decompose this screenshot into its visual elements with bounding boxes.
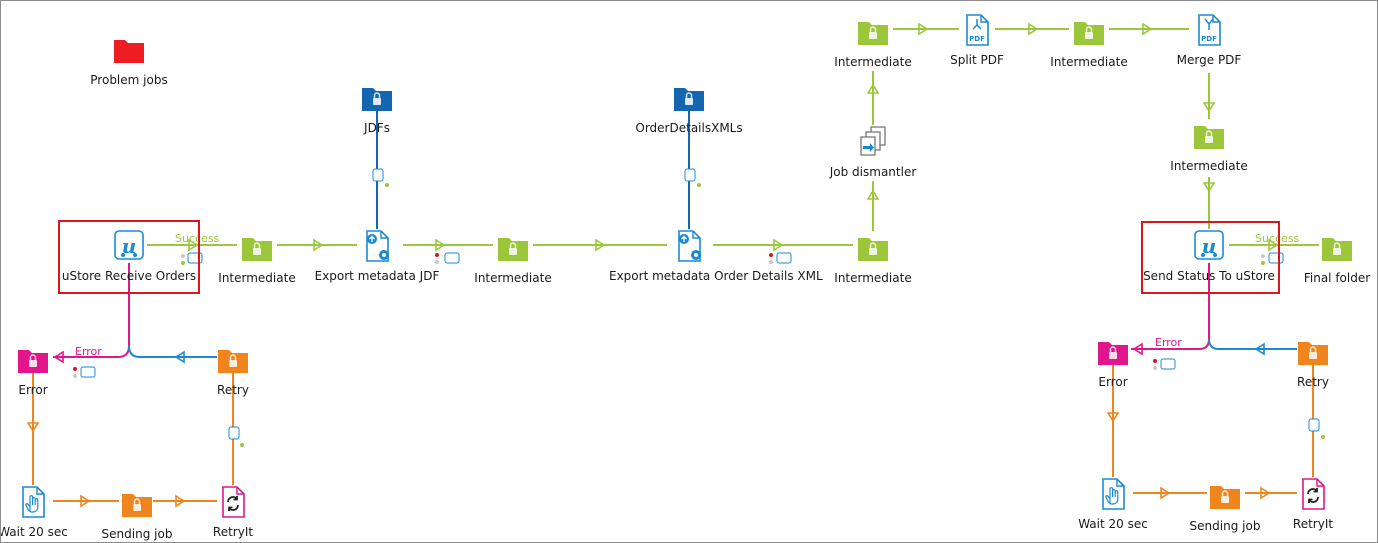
node-label: RetryIt (212, 525, 254, 539)
node-label: Send Status To uStore (1143, 269, 1275, 283)
error-label: Error (75, 345, 102, 358)
node-int1[interactable]: Intermediate (177, 231, 337, 285)
export-metadata-icon (609, 229, 769, 263)
node-label: Intermediate (834, 55, 912, 69)
node-dism[interactable]: Job dismantler (793, 125, 953, 179)
node-label: Sending job (1189, 519, 1261, 533)
node-label: Intermediate (834, 271, 912, 285)
folder-lock-icon (57, 487, 217, 521)
node-label: uStore Receive Orders (61, 269, 197, 283)
node-label: RetryIt (1292, 517, 1334, 531)
folder-lock-icon (1257, 231, 1377, 265)
node-label: Error (1098, 375, 1128, 389)
node-label: OrderDetailsXMLs (635, 121, 743, 135)
node-int6[interactable]: Intermediate (1129, 119, 1289, 173)
node-label: Job dismantler (829, 165, 917, 179)
retry-script-icon (1233, 477, 1377, 511)
folder-lock-icon (297, 81, 457, 115)
node-label: Wait 20 sec (0, 525, 68, 539)
svg-text:u: u (122, 234, 137, 258)
connection-metadata[interactable] (376, 107, 690, 229)
node-wait1[interactable]: Wait 20 sec (0, 485, 113, 539)
node-merge[interactable]: PDF Merge PDF (1129, 13, 1289, 67)
node-jdfs[interactable]: JDFs (297, 81, 457, 135)
folder-icon (49, 33, 209, 67)
folder-lock-icon (609, 81, 769, 115)
node-label: Intermediate (1050, 55, 1128, 69)
ustore-app-icon: u (1129, 229, 1289, 263)
folder-lock-icon (177, 231, 337, 265)
node-problem[interactable]: Problem jobs (49, 33, 209, 87)
node-label: Retry (217, 383, 249, 397)
hold-job-icon (1, 485, 113, 519)
retry-script-icon (153, 485, 313, 519)
svg-text:u: u (1202, 234, 1217, 258)
node-ustore1[interactable]: u uStore Receive Orders (49, 229, 209, 283)
connection-arrowheads-right (1106, 342, 1271, 500)
connection-arrowheads (188, 22, 1279, 252)
success-label: Success (175, 232, 220, 245)
node-label: Wait 20 sec (1078, 517, 1148, 531)
folder-lock-icon (1, 343, 113, 377)
hold-job-icon (1033, 477, 1193, 511)
folder-lock-icon (1129, 119, 1289, 153)
node-label: Problem jobs (90, 73, 168, 87)
node-label: Intermediate (1170, 159, 1248, 173)
node-err2[interactable]: Error (1033, 335, 1193, 389)
export-metadata-icon (297, 229, 457, 263)
node-label: Sending job (101, 527, 173, 541)
svg-text:PDF: PDF (1201, 35, 1217, 43)
node-label: Merge PDF (1176, 53, 1242, 67)
node-odxml[interactable]: OrderDetailsXMLs (609, 81, 769, 135)
folder-lock-icon (1033, 335, 1193, 369)
node-send2[interactable]: Sending job (1145, 479, 1305, 533)
node-label: Export metadata JDF (314, 269, 440, 283)
node-label: Retry (1297, 375, 1329, 389)
node-label: Final folder (1303, 271, 1371, 285)
node-label: Export metadata Order Details XML (609, 269, 823, 283)
folder-lock-icon (793, 231, 953, 265)
node-int5[interactable]: Intermediate (1009, 15, 1169, 69)
folder-lock-icon (793, 15, 953, 49)
node-label: JDFs (364, 121, 390, 135)
node-label: Split PDF (950, 53, 1004, 67)
node-label: Intermediate (474, 271, 552, 285)
node-err1[interactable]: Error (1, 343, 113, 397)
node-expxml[interactable]: Export metadata Order Details XML (609, 229, 823, 283)
folder-lock-icon (1233, 335, 1377, 369)
folder-lock-icon (153, 343, 313, 377)
node-expjdf[interactable]: Export metadata JDF (297, 229, 457, 283)
node-final[interactable]: Final folder (1257, 231, 1377, 285)
split-pdf-icon: PDF (897, 13, 1057, 47)
node-send1[interactable]: Sending job (57, 487, 217, 541)
node-label: Error (18, 383, 48, 397)
folder-lock-icon (1009, 15, 1169, 49)
node-wait2[interactable]: Wait 20 sec (1033, 477, 1193, 531)
node-int4[interactable]: Intermediate (793, 15, 953, 69)
success-label: Success (1255, 232, 1300, 245)
svg-text:PDF: PDF (969, 35, 985, 43)
ustore-app-icon: u (49, 229, 209, 263)
merge-pdf-icon: PDF (1129, 13, 1289, 47)
connection-status-dots (73, 183, 1325, 447)
node-split[interactable]: PDF Split PDF (897, 13, 1057, 67)
node-retryit1[interactable]: RetryIt (153, 485, 313, 539)
folder-lock-icon (1145, 479, 1305, 513)
connection-arrowheads-left (26, 350, 186, 508)
folder-lock-icon (433, 231, 593, 265)
node-int3[interactable]: Intermediate (793, 231, 953, 285)
connection-property-icon[interactable] (80, 168, 1320, 440)
job-dismantler-icon (793, 125, 953, 159)
node-int2[interactable]: Intermediate (433, 231, 593, 285)
node-retry2[interactable]: Retry (1233, 335, 1377, 389)
error-label: Error (1155, 336, 1182, 349)
node-retry1[interactable]: Retry (153, 343, 313, 397)
node-label: Intermediate (218, 271, 296, 285)
node-retryit2[interactable]: RetryIt (1233, 477, 1377, 531)
